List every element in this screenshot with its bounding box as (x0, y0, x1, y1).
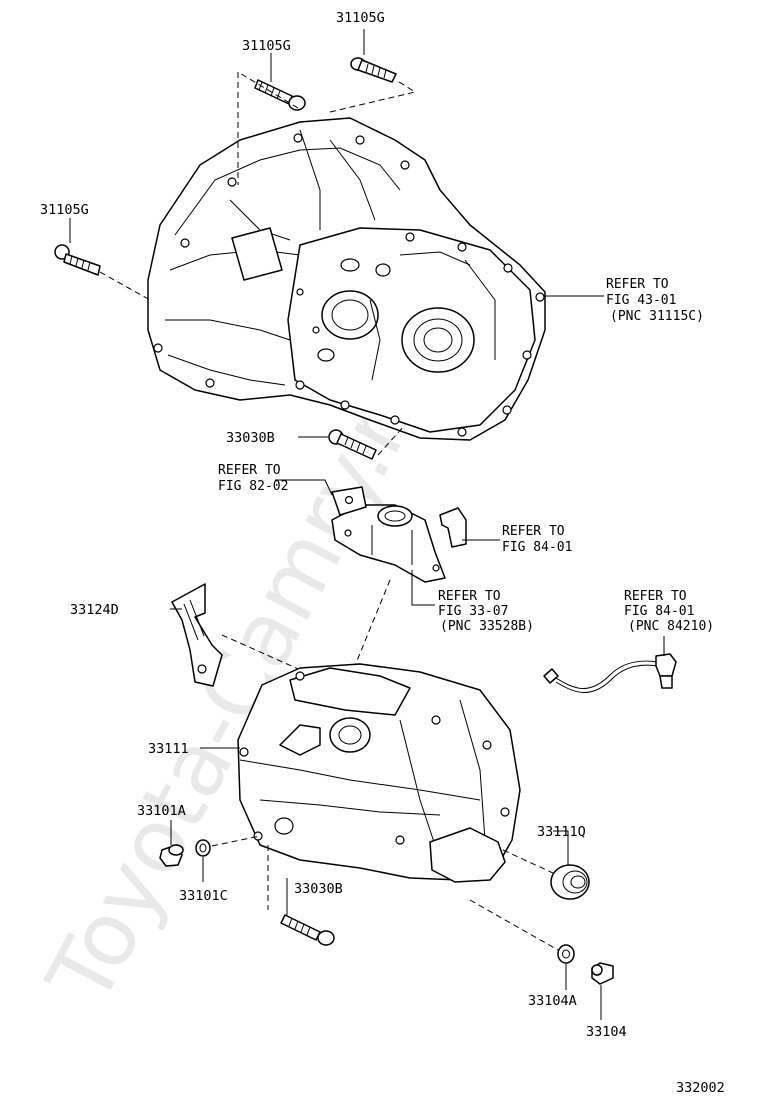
gasket-33101C[interactable] (195, 839, 211, 857)
bracket-fig84[interactable] (439, 507, 467, 548)
bolt-31105G-top-left[interactable] (254, 79, 306, 111)
ref-fig84-bracket-line1: REFER TO (502, 524, 565, 539)
label-33111Q: 33111Q (537, 824, 586, 840)
diagram-id: 332002 (676, 1080, 725, 1096)
ref-fig82-line2: FIG 82-02 (218, 479, 288, 494)
ref-fig33-line1: REFER TO (438, 589, 501, 604)
label-33030B-case: 33030B (294, 881, 343, 897)
label-31105G-top-left: 31105G (242, 38, 291, 54)
plug-33101A[interactable] (159, 844, 184, 867)
bolt-31105G-top-right[interactable] (350, 57, 397, 83)
bracket-fig82[interactable] (331, 486, 367, 516)
label-33030B-housing: 33030B (226, 430, 275, 446)
ref-fig82-line1: REFER TO (218, 463, 281, 478)
drain-gasket-33104A[interactable] (557, 944, 575, 964)
ref-housing-line3: (PNC 31115C) (610, 309, 704, 324)
ref-fig33-line3: (PNC 33528B) (440, 619, 534, 634)
ref-fig84-sensor-line2: FIG 84-01 (624, 604, 694, 619)
bolt-33030B-housing[interactable] (328, 429, 377, 460)
speed-sensor[interactable] (543, 653, 677, 693)
oil-seal-33111Q[interactable] (550, 864, 590, 900)
ref-housing-line2: FIG 43-01 (606, 293, 676, 308)
ref-fig33-line2: FIG 33-07 (438, 604, 508, 619)
shift-cover[interactable] (331, 504, 446, 583)
label-33104A: 33104A (528, 993, 577, 1009)
label-33101A: 33101A (137, 803, 186, 819)
drain-plug-33104[interactable] (591, 962, 614, 985)
bolt-31105G-left[interactable] (54, 244, 101, 276)
label-33101C: 33101C (179, 888, 228, 904)
transaxle-case[interactable] (237, 663, 521, 883)
bolt-33030B-case[interactable] (280, 914, 335, 946)
label-33111: 33111 (148, 741, 189, 757)
ref-fig84-sensor-line3: (PNC 84210) (628, 619, 714, 634)
label-31105G-left: 31105G (40, 202, 89, 218)
label-33104: 33104 (586, 1024, 627, 1040)
transaxle-housing[interactable] (147, 117, 546, 441)
bracket-33124D[interactable] (171, 583, 223, 687)
ref-fig84-sensor-line1: REFER TO (624, 589, 687, 604)
ref-fig84-bracket-line2: FIG 84-01 (502, 540, 572, 555)
label-31105G-top-right: 31105G (336, 10, 385, 26)
label-33124D: 33124D (70, 602, 119, 618)
ref-housing-line1: REFER TO (606, 277, 669, 292)
